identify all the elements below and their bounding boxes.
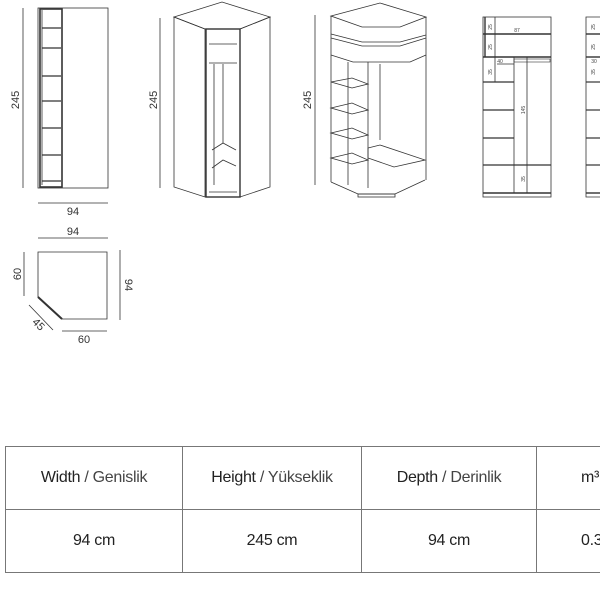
plan-right-label: 94 xyxy=(122,279,134,291)
header-volume: m³ xyxy=(536,446,600,510)
value-depth: 94 cm xyxy=(361,509,537,573)
plan-left-label: 60 xyxy=(12,268,24,280)
section-a-label: 35 xyxy=(488,69,494,75)
front-view-drawing: 245 94 xyxy=(10,7,109,218)
section-a-label: 40 xyxy=(497,59,503,65)
perspective-open-drawing: 245 xyxy=(302,2,428,198)
plan-bottom-label: 60 xyxy=(78,334,90,346)
closed-height-label: 245 xyxy=(148,91,160,109)
technical-drawings: 245 94 245 245 xyxy=(10,1,600,346)
section-a-drawing: 25 87 25 40 35 145 35 xyxy=(482,16,552,198)
front-width-label: 94 xyxy=(67,206,79,218)
section-b-drawing: 25 25 30 35 xyxy=(585,16,600,198)
front-height-label: 245 xyxy=(10,91,22,109)
spec-table: Width / Genislik Height / Yükseklik Dept… xyxy=(5,446,600,573)
header-width: Width / Genislik xyxy=(5,446,183,510)
plan-top-label: 94 xyxy=(67,226,79,238)
section-b-label: 25 xyxy=(591,44,597,50)
open-height-label: 245 xyxy=(302,91,314,109)
section-b-label: 30 xyxy=(591,59,597,65)
plan-diagonal-label: 45 xyxy=(30,316,47,333)
section-b-label: 35 xyxy=(591,69,597,75)
value-volume: 0.3 xyxy=(536,509,600,573)
value-height: 245 cm xyxy=(182,509,362,573)
header-height: Height / Yükseklik xyxy=(182,446,362,510)
section-b-label: 25 xyxy=(591,24,597,30)
section-a-label: 87 xyxy=(514,28,520,34)
spec-table-header-row: Width / Genislik Height / Yükseklik Dept… xyxy=(5,446,600,510)
value-width: 94 cm xyxy=(5,509,183,573)
section-a-label: 35 xyxy=(521,176,527,182)
plan-view-drawing: 94 60 94 45 60 xyxy=(12,226,134,346)
spec-table-value-row: 94 cm 245 cm 94 cm 0.3 xyxy=(5,509,600,573)
header-depth: Depth / Derinlik xyxy=(361,446,537,510)
section-a-label: 145 xyxy=(521,106,527,115)
section-a-label: 25 xyxy=(488,44,494,50)
section-a-label: 25 xyxy=(488,24,494,30)
perspective-closed-drawing: 245 xyxy=(148,1,272,198)
